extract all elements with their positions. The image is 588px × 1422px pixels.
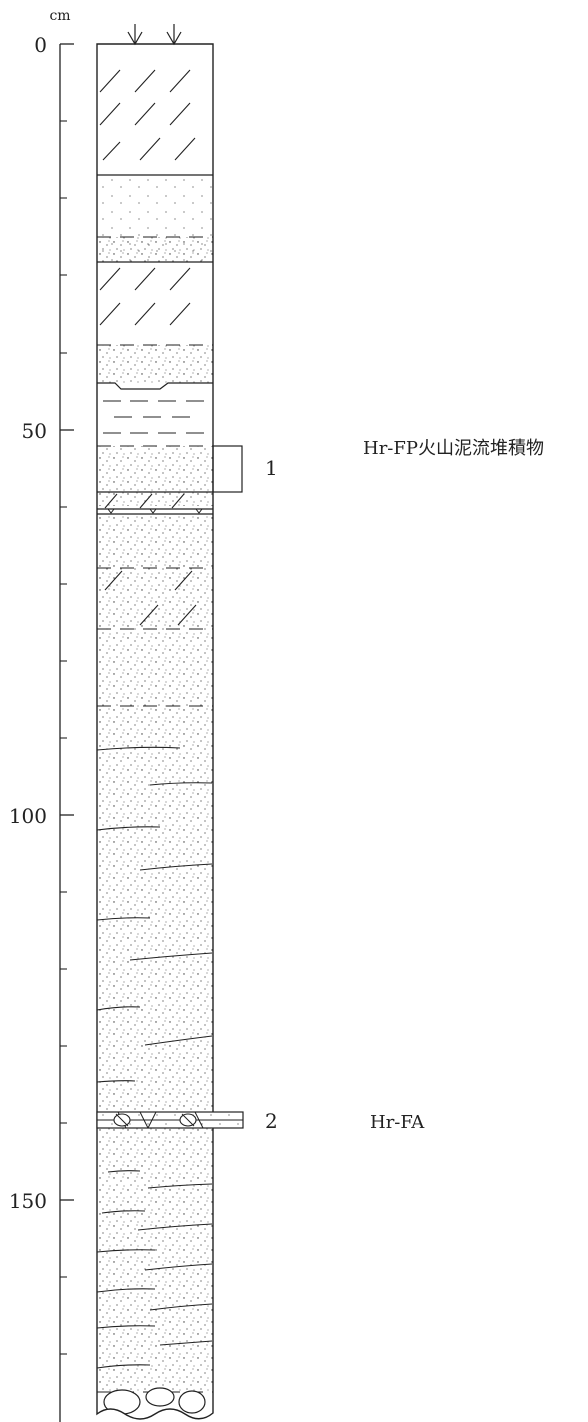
sample-1-number: 1: [265, 456, 278, 480]
column-outline: [96, 43, 214, 1420]
lamination-lines: [97, 746, 213, 1369]
sample-1-label: Hr-FP火山泥流堆積物: [363, 438, 544, 459]
axis-label-100: 100: [9, 804, 47, 828]
axis-label-50: 50: [22, 419, 47, 443]
axis-unit: cm: [49, 8, 70, 24]
sample-2-number: 2: [265, 1109, 278, 1133]
axis-label-0: 0: [34, 33, 47, 57]
surface-vegetation-marks: [127, 24, 182, 46]
humus-hatching: [99, 69, 197, 626]
axis-major-ticks: [60, 43, 74, 1201]
root-marks: [107, 508, 203, 514]
clay-dashes: [103, 400, 204, 434]
axis-minor-ticks: [60, 120, 67, 1355]
sample-1-marker: [212, 445, 243, 493]
sample-2-label: Hr-FA: [370, 1112, 425, 1133]
layer-boundaries: [97, 174, 213, 515]
tephra-band-hr-fa: [96, 1111, 244, 1129]
depth-axis: cm 0 50 100 150: [9, 8, 74, 1422]
axis-label-150: 150: [9, 1189, 47, 1213]
soil-column: [96, 24, 244, 1420]
